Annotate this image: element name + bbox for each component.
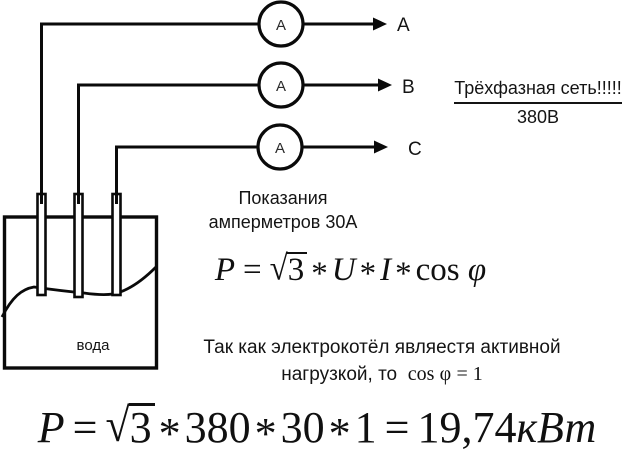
formula1-i: I (380, 252, 392, 288)
formula1-phi: φ (467, 252, 487, 288)
water-label: вода (77, 337, 111, 354)
network-note-title: Трёхфазная сеть!!!!! (436, 75, 640, 104)
network-voltage: 380В (516, 107, 560, 127)
formula2-lhs: P (37, 403, 65, 452)
power-formula: P=√3*U*I*cos φ (183, 249, 518, 293)
network-note-title-text: Трёхфазная сеть!!!!! (454, 75, 622, 104)
load-note-eq-one: = 1 (456, 363, 483, 385)
electrode-c (111, 192, 122, 297)
formula2-value: 19,74 (417, 403, 517, 452)
formula2-unit: кВт (516, 403, 597, 452)
phase-b-branch: А В (77, 61, 415, 204)
formula1-radical-icon: √ (269, 249, 288, 288)
ammeter-c-label: А (275, 140, 285, 157)
formula1-star1: * (311, 256, 328, 293)
phase-c-wire (115, 145, 258, 204)
readings-note-line2: амперметров 30А (208, 212, 358, 232)
phase-a-wire (40, 22, 259, 204)
phase-a-branch: А А (40, 0, 410, 204)
load-note-line2: нагрузкой, то cos φ = 1 (156, 361, 608, 388)
load-note: Так как электрокотёл являестя активной н… (156, 335, 608, 388)
formula2-one: 1 (354, 403, 377, 452)
electrode-b (73, 192, 84, 299)
network-note: Трёхфазная сеть!!!!! 380В (436, 75, 640, 130)
formula1-equals: = (243, 252, 262, 288)
ammeter-b-label: А (276, 78, 286, 95)
readings-note: Показания амперметров 30А (168, 186, 398, 234)
formula1-radicand: 3 (286, 252, 308, 288)
electrodes (36, 192, 122, 299)
formula2-radical-icon: √ (105, 399, 130, 452)
phase-c-label: С (408, 139, 422, 160)
phase-b-arrowhead-icon (378, 78, 392, 92)
formula2-star1: * (158, 408, 181, 458)
formula2-star2: * (254, 408, 277, 458)
phase-a-arrowhead-icon (373, 17, 387, 31)
formula2-equals: = (72, 403, 98, 452)
phase-a-label: А (397, 15, 410, 36)
formula2-equals2: = (384, 403, 410, 452)
formula1-star2: * (359, 256, 377, 293)
formula2-current: 30 (280, 403, 325, 452)
electrode-a (36, 192, 47, 297)
formula1-lhs: P (214, 252, 236, 288)
result-formula: P=√3*380*30*1=19,74кВт (28, 399, 606, 458)
phase-c-branch: А С (115, 123, 422, 204)
water-surface-line (0, 266, 157, 318)
formula2-radicand: 3 (128, 403, 155, 451)
load-note-line2-prefix: нагрузкой, то (281, 364, 398, 385)
load-note-cos: cos (407, 363, 435, 385)
load-note-phi: φ (439, 363, 452, 385)
formula2-star3: * (328, 408, 351, 458)
formula1-u: U (331, 252, 356, 288)
phase-b-label: В (402, 77, 415, 98)
phase-c-arrowhead-icon (374, 140, 388, 154)
formula2-voltage: 380 (184, 403, 251, 452)
readings-note-line1: Показания (238, 188, 328, 208)
phase-b-wire (77, 83, 259, 204)
formula1-cos: cos (415, 252, 460, 288)
ammeter-a-label: А (276, 17, 286, 34)
formula1-star3: * (395, 256, 412, 293)
load-note-line1: Так как электрокотёл являестя активной (203, 337, 561, 358)
